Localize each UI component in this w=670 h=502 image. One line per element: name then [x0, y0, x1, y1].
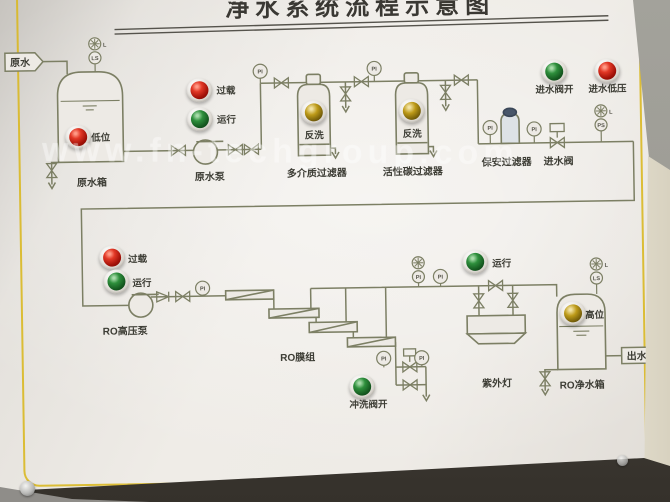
svg-text:L: L: [103, 43, 107, 49]
lamp-dome: [466, 252, 485, 272]
pressure-gauge-p1: PI: [252, 63, 268, 84]
light-label-raw-pump-overload: 过载: [216, 85, 236, 97]
drain-valve: [45, 84, 552, 387]
corner-screw-bottom-left: [20, 481, 35, 496]
svg-text:PI: PI: [371, 67, 377, 73]
ro-highpressure-pump: [128, 292, 154, 318]
raw-tank-label: 原水箱: [77, 176, 107, 189]
svg-text:PI: PI: [381, 356, 387, 362]
pressure-gauge-p5: PI: [194, 280, 211, 297]
ro-membrane-label: RO膜组: [280, 350, 315, 364]
watermark-text: www.fn-techgroup.com: [41, 130, 519, 173]
pressure-gauge-p3: PI: [482, 120, 498, 144]
pressure-switch-inlet: PS L: [594, 104, 613, 142]
uv-lamp-unit: [466, 314, 527, 335]
svg-text:PI: PI: [438, 275, 444, 281]
lamp-dome: [107, 272, 126, 291]
svg-text:PI: PI: [416, 275, 422, 281]
light-label-flush-open: 冲洗阀开: [349, 398, 388, 411]
pressure-switch-product: PI: [411, 256, 426, 287]
light-label-ac-backwash: 反洗: [403, 128, 423, 140]
check-valve: [155, 290, 171, 303]
inlet-electric-valve: [549, 122, 566, 149]
lamp-dome: [102, 248, 122, 267]
sec-filter-label: 保安过滤器: [481, 155, 533, 169]
pressure-gauge-product: PI: [432, 268, 449, 287]
light-label-uv-run: 运行: [492, 257, 512, 269]
raw-pump-label: 原水泵: [195, 170, 226, 183]
svg-text:L: L: [605, 263, 609, 269]
svg-text:PI: PI: [200, 286, 206, 292]
valve: [170, 73, 504, 392]
flush-electric-valve: [402, 348, 418, 374]
lamp-dome: [545, 62, 564, 81]
lamp-dome: [304, 103, 323, 122]
svg-text:LS: LS: [91, 56, 99, 62]
lamp-dome: [353, 377, 372, 396]
svg-text:LS: LS: [593, 276, 601, 282]
light-label-mm-backwash: 反洗: [305, 129, 325, 141]
mm-filter-label: 多介质过滤器: [287, 166, 348, 180]
light-label-inlet-lowp: 进水低压: [588, 82, 627, 95]
lamp-dome: [598, 61, 617, 80]
svg-text:PI: PI: [531, 127, 537, 133]
svg-text:PS: PS: [597, 123, 605, 129]
uv-lamp-label: 紫外灯: [482, 376, 512, 389]
ro-membrane-modules: [224, 289, 397, 348]
ac-filter-label: 活性碳过滤器: [383, 164, 444, 178]
lamp-dome: [563, 304, 583, 323]
svg-text:PI: PI: [419, 356, 425, 362]
light-label-ro-tank-high: 高位: [585, 309, 605, 321]
inlet-flag-label: 原水: [10, 56, 31, 69]
light-label-ro-run: 运行: [132, 277, 152, 289]
inlet-valve-label: 进水阀: [544, 154, 574, 167]
level-switch-raw-tank: LS L: [88, 37, 107, 72]
lamp-dome: [190, 110, 210, 129]
ro-pump-label: RO高压泵: [103, 324, 149, 338]
svg-text:PI: PI: [258, 69, 264, 75]
pressure-gauge-p4: PI: [526, 121, 542, 143]
light-label-ro-overload: 过载: [128, 253, 148, 265]
inlet-flag: [4, 52, 45, 72]
corner-screw-bottom-right: [617, 455, 628, 466]
light-label-inlet-open: 进水阀开: [535, 83, 574, 96]
raw-water-pump: [192, 139, 219, 165]
pipe-row2-feed: [80, 141, 636, 307]
svg-text:L: L: [609, 110, 613, 116]
page-title: 净水系统流程示意图: [225, 0, 495, 23]
pressure-gauge-p6: PI: [376, 350, 392, 368]
pressure-gauge-p7: PI: [414, 350, 430, 367]
pipe-rawwater-inlet: [42, 60, 68, 75]
light-label-raw-tank-low: 低位: [90, 132, 111, 144]
light-label-raw-pump-run: 运行: [217, 114, 237, 126]
pressure-gauge-p2: PI: [366, 60, 382, 82]
outlet-flag-label: 出水: [627, 349, 648, 362]
svg-text:PI: PI: [487, 126, 493, 132]
lamp-dome: [402, 101, 421, 120]
level-switch-ro-tank: LS L: [589, 257, 609, 294]
lamp-dome: [190, 81, 209, 100]
ro-tank-label: RO净水箱: [560, 378, 605, 392]
